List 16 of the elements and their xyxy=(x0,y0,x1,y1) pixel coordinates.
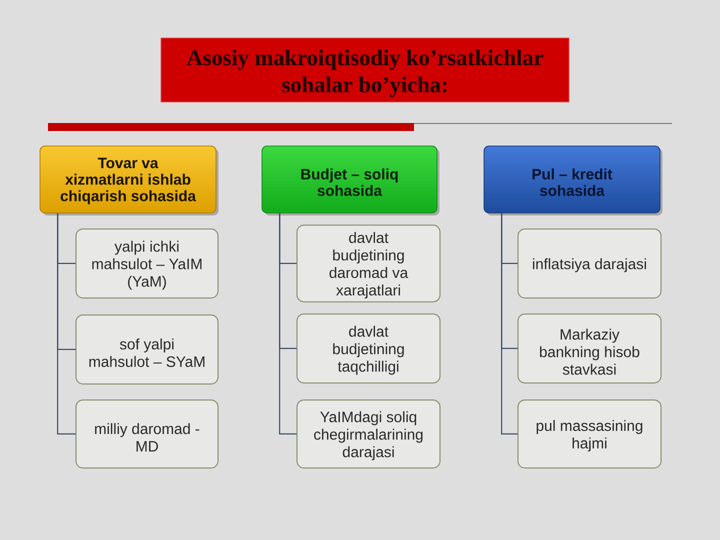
connector-line xyxy=(501,213,518,435)
indicator-box: inflatsiya darajasi xyxy=(518,228,662,298)
category-box: Pul – kredit sohasida xyxy=(484,146,662,216)
indicator-box: davlat budjetining taqchilligi xyxy=(296,313,440,384)
indicator-box: YaIMdagi soliq chegirmalarining darajasi xyxy=(296,399,440,468)
indicator-box: yalpi ichki mahsulot – YaIM (YaM) xyxy=(76,228,218,298)
indicator-box: pul massasining hajmi xyxy=(518,399,662,468)
indicator-box: milliy daromad - MD xyxy=(76,399,218,468)
indicator-box: Markaziy bankning hisob stavkasi xyxy=(518,313,662,384)
connector-line xyxy=(57,213,76,435)
indicator-box: davlat budjetining daromad va xarajatlari xyxy=(296,224,440,302)
title-banner: Asosiy makroiqtisodiy ko’rsatkichlar sohalar bo’yicha: xyxy=(160,38,570,102)
indicator-box: sof yalpi mahsulot – SYaM xyxy=(76,314,218,384)
connector-line xyxy=(279,213,296,435)
category-box: Budjet – soliq sohasida xyxy=(262,146,440,216)
category-box: Tovar va xizmatlarni ishlab chiqarish sohasida xyxy=(40,146,218,216)
